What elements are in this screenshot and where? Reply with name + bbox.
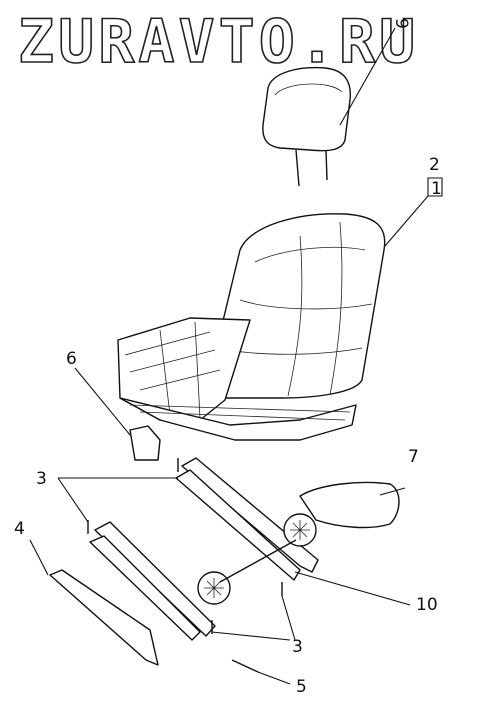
callout-4: 4 bbox=[14, 519, 25, 539]
seat-side-bracket bbox=[129, 425, 161, 461]
leader-lines bbox=[29, 27, 443, 685]
callout-5: 5 bbox=[296, 677, 307, 697]
seat-rail-right bbox=[175, 457, 319, 581]
seat-cushion bbox=[117, 317, 357, 441]
seat-backrest bbox=[211, 213, 386, 399]
callout-3b: 3 bbox=[292, 637, 303, 657]
callout-3a: 3 bbox=[36, 469, 47, 489]
clip bbox=[231, 659, 259, 673]
callout-7: 7 bbox=[408, 447, 419, 467]
callout-10: 10 bbox=[416, 595, 438, 615]
callout-2: 2 bbox=[429, 155, 440, 175]
callout-6: 6 bbox=[66, 349, 77, 369]
callout-labels: 9 2 1 6 3 7 4 10 3 5 bbox=[14, 18, 442, 697]
seat-rail-left bbox=[89, 521, 231, 641]
watermark-text: ZURAVTO.RU bbox=[18, 7, 419, 77]
lower-cover-panel bbox=[49, 569, 159, 666]
side-trim-cover bbox=[299, 481, 400, 529]
torsion-bar bbox=[219, 539, 297, 583]
callout-9: 9 bbox=[391, 18, 411, 29]
callout-1: 1 bbox=[431, 179, 442, 199]
screws bbox=[87, 458, 283, 634]
headrest bbox=[262, 66, 352, 187]
